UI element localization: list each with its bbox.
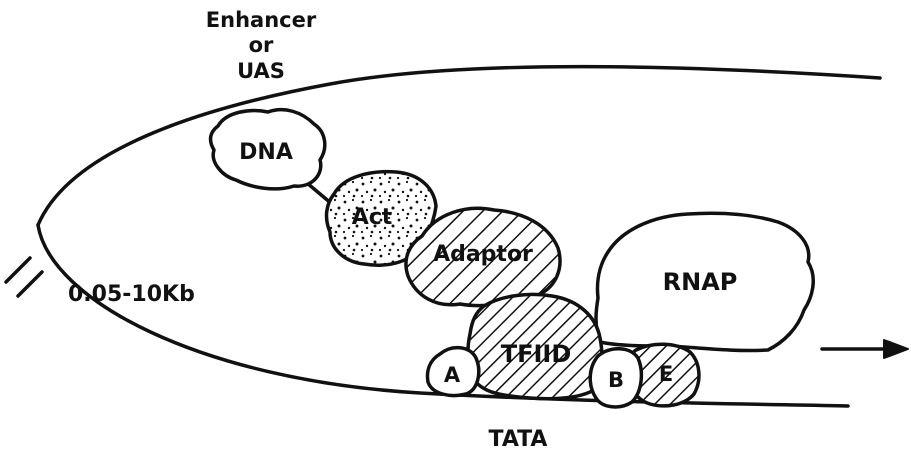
distance-label: 0.05-10Kb	[68, 282, 195, 307]
activator-label: Act	[352, 205, 393, 230]
factor-e-label: E	[659, 362, 673, 386]
enhancer-label-line1: Enhancer	[206, 8, 317, 32]
dna-strand-top	[38, 67, 880, 225]
rnap-label: RNAP	[663, 268, 738, 296]
transcription-arrow	[822, 340, 908, 358]
tata-label: TATA	[489, 427, 548, 452]
adaptor-label: Adaptor	[433, 242, 533, 267]
factor-a-label: A	[444, 363, 461, 387]
factor-b-label: B	[608, 368, 624, 392]
dna-label: DNA	[239, 140, 293, 165]
break-mark	[6, 258, 42, 296]
tfiid-label: TFIID	[501, 340, 572, 368]
enhancer-label-line2: or	[249, 33, 274, 57]
enhancer-label-line3: UAS	[237, 59, 285, 83]
